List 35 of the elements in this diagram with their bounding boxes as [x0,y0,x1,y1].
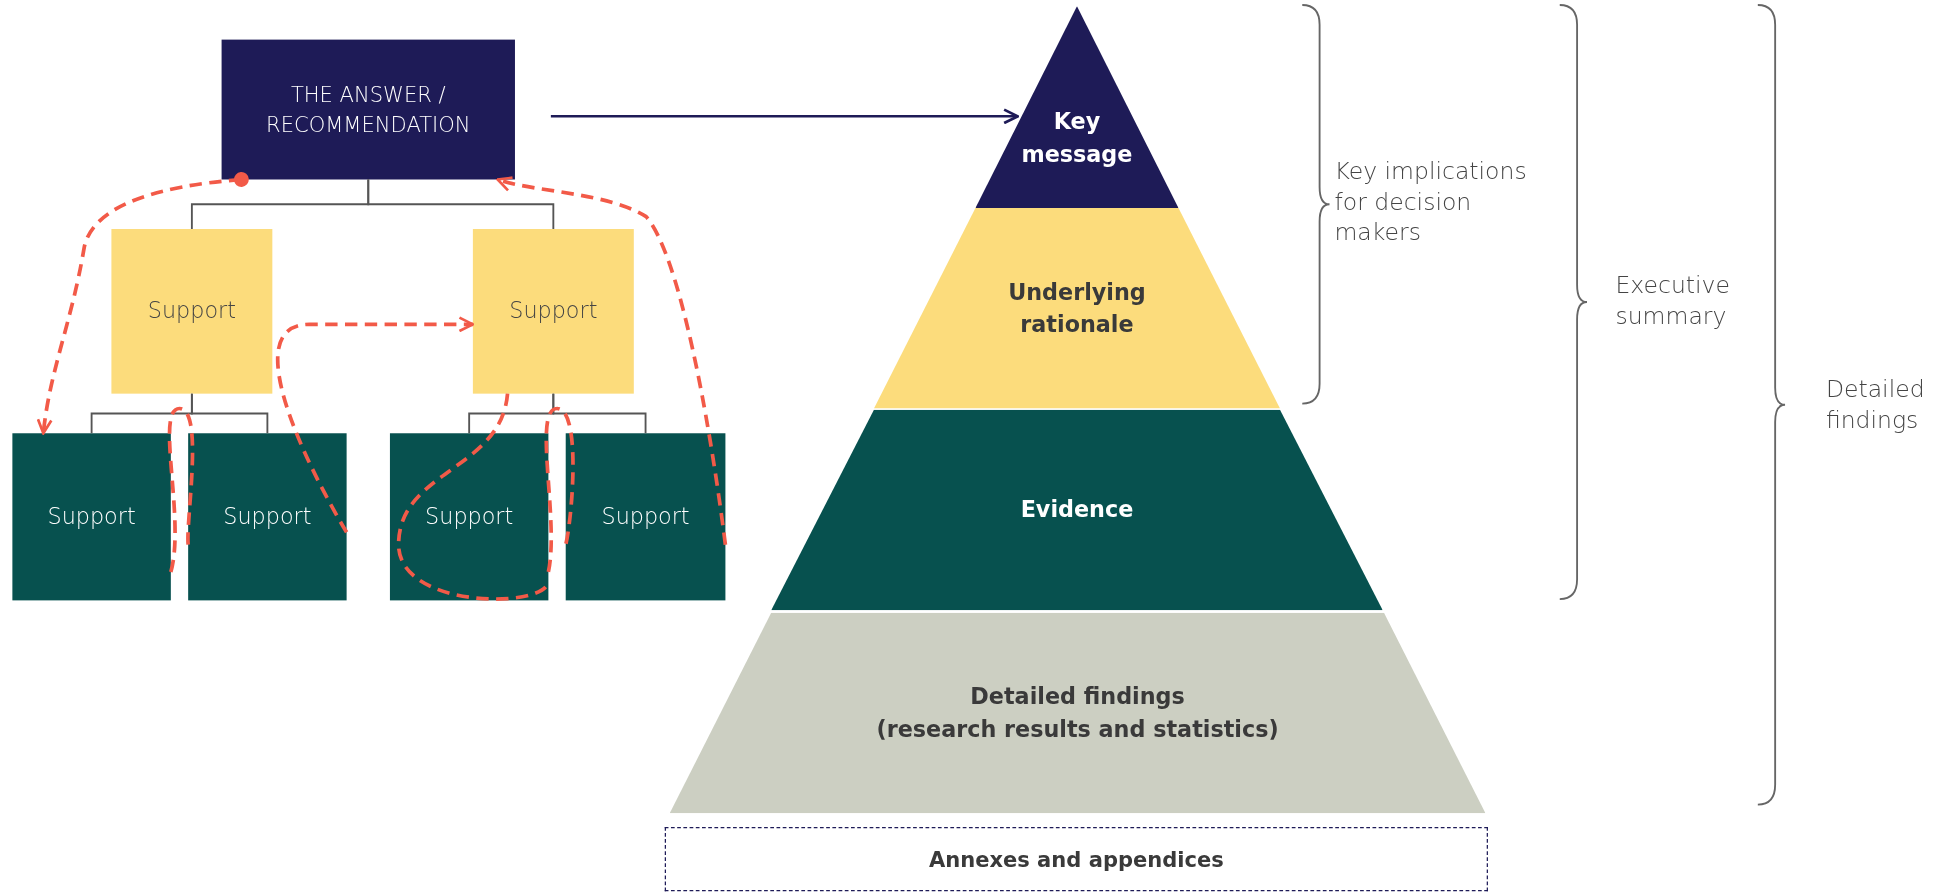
bracket-label: Executive summary [1615,270,1731,331]
support-box [188,433,347,601]
node-label: Support [223,502,312,532]
dashed-box [664,826,1488,892]
node-label: Support [47,502,136,532]
support-box [565,433,726,601]
node-label: Annexes and appendices [928,845,1224,874]
dashed-arrow [276,316,475,534]
support-box [12,433,171,601]
connector-line [367,178,555,230]
pyramid-tier [873,207,1280,409]
pyramid-tier [975,6,1179,208]
connector-line [190,392,269,435]
dashed-arrow [36,172,249,435]
node-label: Support [147,296,236,326]
node-label: Support [509,296,598,326]
support-box [111,229,273,394]
bracket-label: Detailed findings [1825,374,1926,435]
node-label: Support [425,502,514,532]
support-box [389,433,549,601]
recommendation-box [221,39,515,180]
node-label: THE ANSWER / RECOMMENDATION [265,80,472,139]
pyramid-tier [669,612,1486,814]
arrow [550,108,1019,125]
bracket-label: Key implications for decision makers [1334,156,1528,248]
node-label: Support [601,502,690,532]
pyramid-tier [771,409,1383,611]
node-label: Evidence [1020,495,1134,525]
node-label: Underlying rationale [1007,277,1147,339]
node-label: Key message [1021,107,1133,169]
dashed-arrow [496,175,728,545]
connector-line [552,392,647,435]
support-box [472,229,634,394]
node-label: Detailed findings [970,682,1185,712]
node-label: (research results and statistics) [876,714,1279,744]
